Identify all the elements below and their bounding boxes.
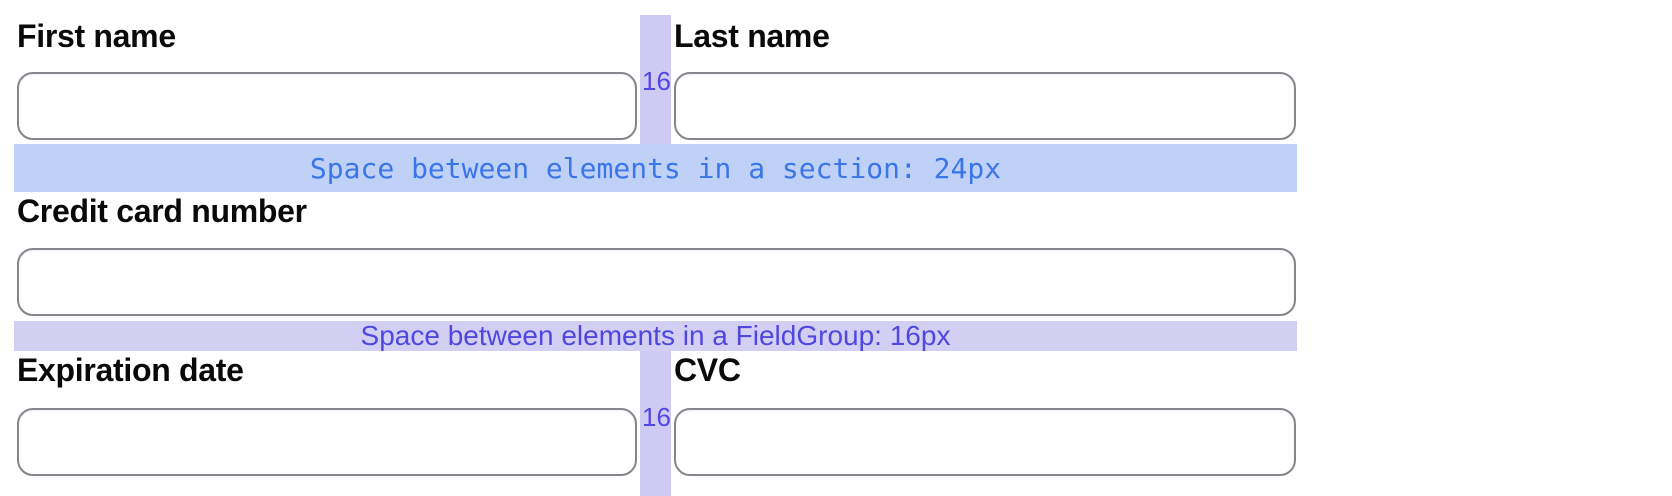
expiration-date-input[interactable]: [17, 408, 637, 476]
fieldgroup-spacer-band: Space between elements in a FieldGroup: …: [14, 320, 1297, 351]
fieldgroup-spacer-text: Space between elements in a FieldGroup: …: [360, 320, 951, 351]
first-name-label: First name: [17, 18, 176, 54]
credit-card-number-input[interactable]: [17, 248, 1296, 316]
first-name-input[interactable]: [17, 72, 637, 140]
cvc-label: CVC: [674, 352, 741, 388]
horizontal-gap-value-top: 16: [642, 66, 671, 96]
horizontal-gap-value-bottom: 16: [642, 402, 671, 432]
horizontal-gap-band-bottom: [640, 351, 671, 496]
cvc-input[interactable]: [674, 408, 1296, 476]
horizontal-gap-band-top: [640, 15, 671, 144]
expiration-date-label: Expiration date: [17, 352, 244, 388]
section-spacer-text: Space between elements in a section: 24p…: [309, 151, 1002, 185]
last-name-label: Last name: [674, 18, 830, 54]
credit-card-number-label: Credit card number: [17, 193, 307, 229]
section-spacer-band: Space between elements in a section: 24p…: [14, 144, 1297, 192]
last-name-input[interactable]: [674, 72, 1296, 140]
